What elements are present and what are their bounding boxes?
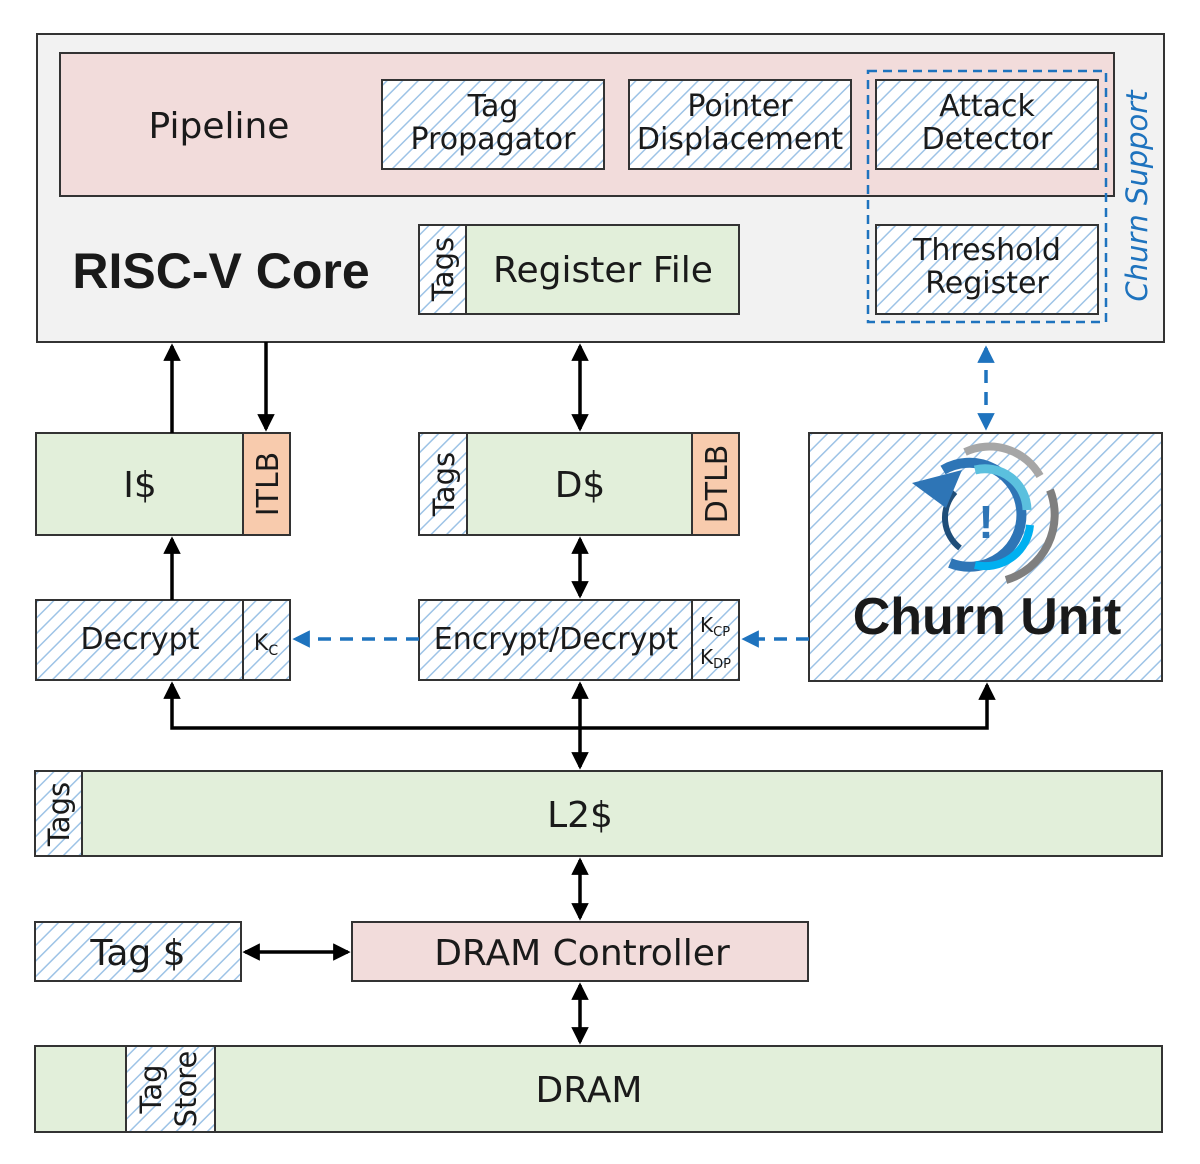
dram-label: DRAM [536, 1070, 643, 1111]
instruction-cache: I$ ITLB [35, 432, 291, 536]
attack-detector-line1: Attack [939, 89, 1035, 124]
itlb-label: ITLB [251, 452, 286, 516]
dram-box [34, 1045, 1163, 1133]
icache-label: I$ [123, 465, 157, 506]
encrypt-decrypt-key-box [691, 599, 740, 681]
key-dp-label: KDP [700, 645, 731, 672]
key-dp-sub: DP [713, 657, 731, 672]
tag-store-line1: Tag [134, 1064, 168, 1114]
register-file-box [465, 224, 740, 315]
tag-propagator: Tag Propagator [381, 79, 605, 170]
dcache-tags-label: Tags [427, 452, 461, 517]
pointer-displacement: Pointer Displacement [628, 79, 852, 170]
l2-cache: Tags L2$ [34, 770, 1163, 857]
churn-support-boundary [866, 69, 1108, 324]
l2-tags-box [34, 770, 83, 857]
tag-propagator-line2: Propagator [411, 122, 577, 157]
tag-store-line2: Store [169, 1051, 203, 1128]
tag-store-box [125, 1045, 216, 1133]
decrypt: Decrypt KC [35, 599, 291, 681]
churn-refresh-alert-icon: ! [912, 442, 1059, 584]
itlb-box [242, 432, 291, 536]
tag-cache-label: Tag $ [89, 933, 185, 974]
decrypt-key-sub: C [268, 643, 278, 659]
tag-cache: Tag $ [34, 921, 242, 982]
pipeline-label: Pipeline [149, 106, 290, 147]
threshold-register: Threshold Register [875, 224, 1099, 315]
dram: Tag Store DRAM [34, 1045, 1163, 1133]
dtlb-box [691, 432, 740, 536]
tag-cache-box [34, 921, 242, 982]
attack-detector-box [875, 79, 1099, 170]
bus-to-decrypt-arrow [163, 681, 580, 730]
threshold-register-box [875, 224, 1099, 315]
decrypt-label: Decrypt [81, 622, 200, 657]
dram-controller-label: DRAM Controller [434, 933, 730, 974]
l2-tags-label: Tags [42, 782, 76, 847]
threshold-register-line2: Register [925, 266, 1049, 301]
decrypt-key-box [242, 599, 291, 681]
churn-unit-box [808, 432, 1163, 682]
key-cp: K [700, 613, 714, 637]
churn-icon-glyph: ! [978, 496, 993, 548]
pointer-displacement-line1: Pointer [687, 89, 793, 124]
encrypt-decrypt: Encrypt/Decrypt KCP KDP [418, 599, 740, 681]
encrypt-decrypt-label: Encrypt/Decrypt [434, 622, 679, 657]
l2-label: L2$ [547, 795, 613, 836]
data-cache: Tags D$ DTLB [418, 432, 740, 536]
churn-support-label: Churn Support [1120, 89, 1154, 302]
register-file-tags-label: Tags [426, 237, 460, 302]
tag-propagator-line1: Tag [467, 89, 519, 124]
threshold-register-line1: Threshold [912, 233, 1061, 268]
register-file-label: Register File [493, 250, 713, 291]
key-dp: K [700, 645, 714, 669]
decrypt-key-label: KC [254, 631, 278, 659]
core-title: RISC-V Core [72, 243, 369, 299]
decrypt-box [35, 599, 244, 681]
dcache-label: D$ [555, 465, 606, 506]
key-cp-label: KCP [700, 613, 730, 640]
dram-controller-box [351, 921, 809, 982]
dtlb-label: DTLB [700, 445, 735, 524]
decrypt-key: K [254, 631, 269, 656]
key-cp-sub: CP [713, 625, 730, 640]
pointer-displacement-box [628, 79, 852, 170]
bus-to-churn-arrow [580, 682, 996, 730]
risc-v-core: Pipeline Tag Propagator Pointer Displace… [36, 33, 1165, 343]
churn-unit-label: Churn Unit [853, 588, 1122, 646]
churn-unit: ! Churn Unit [808, 432, 1163, 682]
dram-controller: DRAM Controller [351, 921, 809, 982]
connectors [163, 342, 996, 1045]
attack-detector-line2: Detector [922, 122, 1053, 157]
l2-box [81, 770, 1163, 857]
tag-propagator-box [381, 79, 605, 170]
attack-detector: Attack Detector [875, 79, 1099, 170]
register-file: Tags Register File [418, 224, 740, 315]
dcache-box [466, 432, 693, 536]
pointer-displacement-line2: Displacement [637, 122, 843, 157]
